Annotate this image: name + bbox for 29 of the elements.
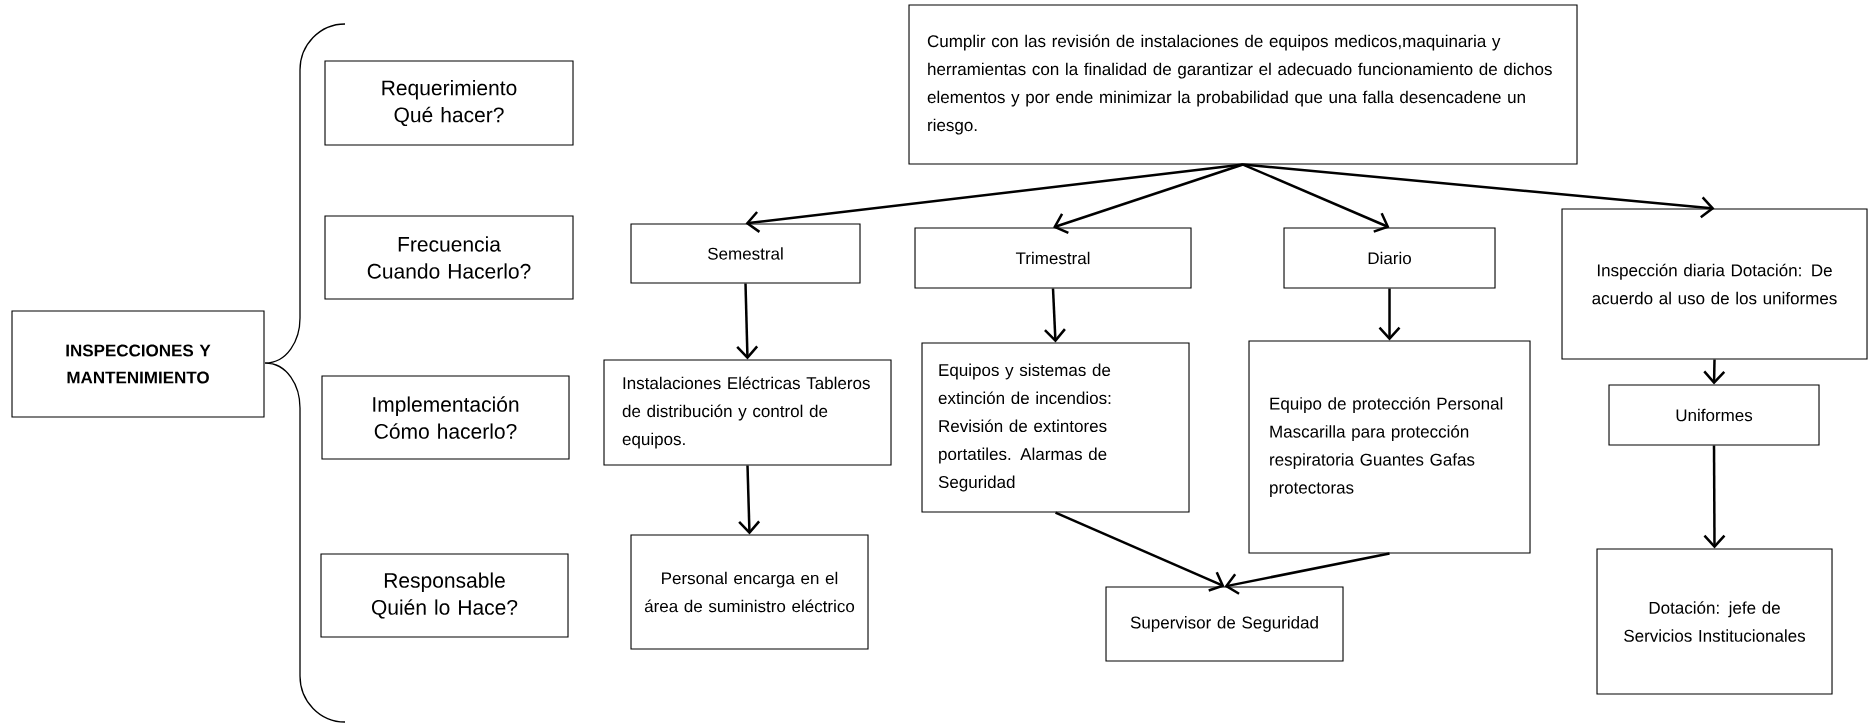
text-box: Personal encarga en el área de suministro eléctrico	[630, 534, 869, 650]
text-box: Equipo de protección Personal Mascarilla para protección respiratoria Guantes Gafas protectoras	[1248, 340, 1531, 554]
text-box: Frecuencia Cuando Hacerlo?	[324, 215, 574, 300]
text-box: Trimestral	[914, 227, 1192, 289]
text-box: Instalaciones Eléctricas Tableros de distribución y control de equipos.	[603, 359, 892, 466]
arrow	[1224, 552, 1390, 595]
text-box: Implementación Cómo hacerlo?	[321, 375, 570, 460]
text-box: Equipos y sistemas de extinción de incendios: Revisión de extintores portatiles. Alarmas de Seguridad	[921, 342, 1190, 513]
arrow	[1242, 163, 1715, 219]
arrow	[736, 283, 759, 360]
text-box: Dotación: jefe de Servicios Institucionales	[1596, 548, 1833, 695]
arrow	[1055, 511, 1225, 592]
text-box: Responsable Quién lo Hace?	[320, 553, 569, 638]
text-box: Requerimiento Qué hacer?	[324, 60, 574, 146]
arrow	[1044, 288, 1066, 343]
arrow	[1703, 359, 1726, 385]
text-box: Supervisor de Seguridad	[1105, 586, 1344, 662]
arrow	[1378, 288, 1401, 341]
text-box: Uniformes	[1608, 384, 1820, 446]
arrow	[1242, 163, 1390, 233]
text-box: Diario	[1283, 227, 1496, 289]
text-box: Semestral	[630, 223, 861, 284]
arrow	[1703, 445, 1726, 549]
arrow	[738, 465, 761, 535]
text-box: Inspección diaria Dotación: De acuerdo al uso de los uniformes	[1561, 208, 1868, 360]
text-box: INSPECCIONES Y MANTENIMIENTO	[11, 310, 265, 418]
text-box: Cumplir con las revisión de instalaciones de equipos medicos,maquinaria y herramientas con la finalidad de garantizar el adecuado funcionamiento de dichos elementos y por ende minimizar la probabilidad que una falla desencadene un riesgo.	[908, 4, 1578, 165]
arrow	[745, 163, 1244, 233]
arrow	[1053, 163, 1244, 235]
